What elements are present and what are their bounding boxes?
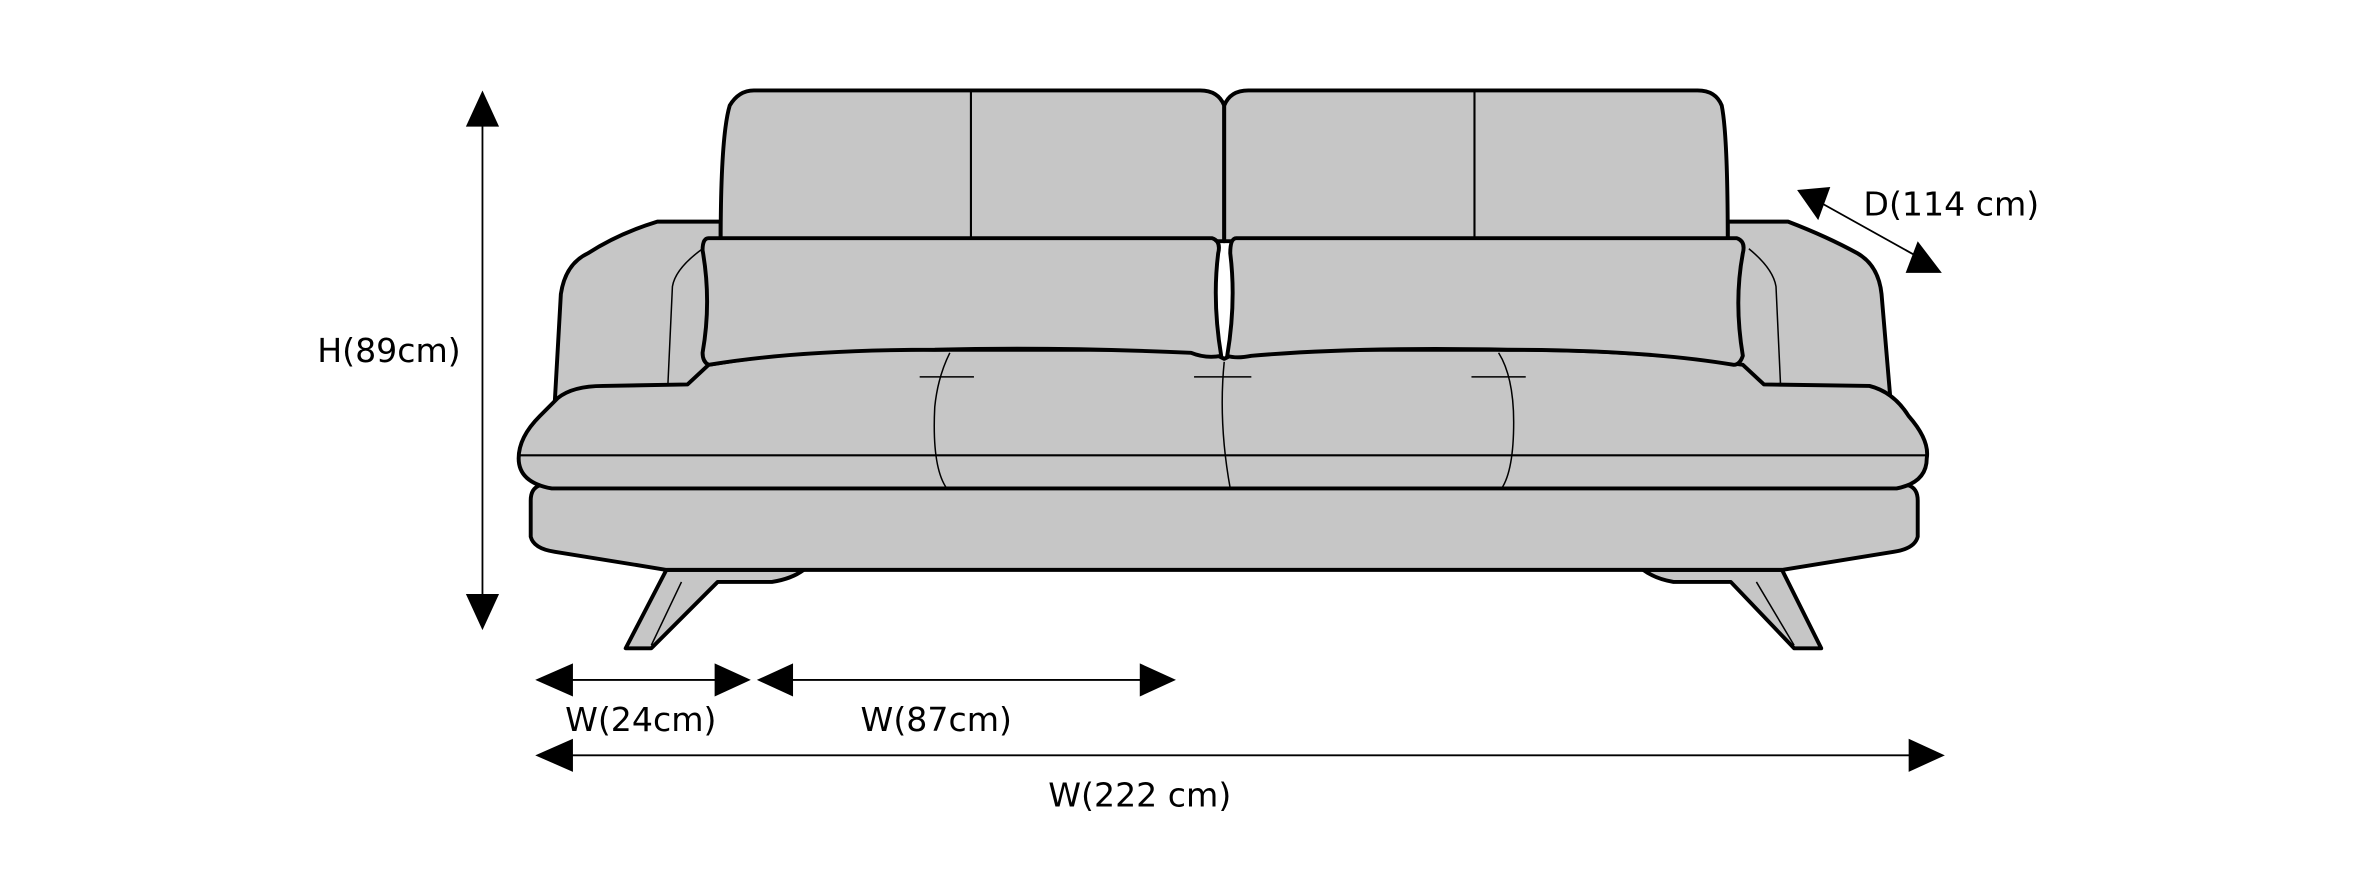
sofa-drawing (516, 88, 1930, 651)
arrow-right-icon (1139, 663, 1176, 697)
height-label: H(89cm) (317, 331, 461, 370)
seat-width-dimension: W(87cm) (756, 663, 1176, 739)
back-cushion-left (700, 236, 1224, 367)
total-width-label: W(222 cm) (1048, 776, 1231, 815)
total-width-dimension: W(222 cm) (535, 738, 1945, 815)
arm-width-label: W(24cm) (565, 700, 716, 739)
arrow-left-icon (756, 663, 794, 697)
arrow-back-icon (1797, 186, 1831, 221)
arrow-right-icon (1908, 738, 1945, 772)
arm-width-dimension: W(24cm) (535, 663, 751, 739)
arrow-front-icon (1905, 241, 1942, 273)
left-leg (623, 567, 806, 651)
height-dimension: H(89cm) (317, 90, 500, 631)
backrest-left (718, 88, 1227, 244)
sofa-base (528, 483, 1920, 572)
arrow-up-icon (465, 90, 500, 127)
arrow-right-icon (714, 663, 751, 697)
right-arm (1725, 219, 1893, 403)
arrow-left-icon (535, 738, 573, 772)
seat-width-label: W(87cm) (861, 700, 1012, 739)
backrest-right (1222, 88, 1730, 244)
depth-dimension: D(114 cm) (1797, 185, 2039, 273)
arrow-down-icon (465, 594, 500, 631)
arrow-left-icon (535, 663, 573, 697)
depth-label: D(114 cm) (1863, 185, 2039, 224)
right-leg (1641, 567, 1824, 651)
left-arm (552, 219, 723, 403)
back-cushion-right (1225, 236, 1746, 367)
